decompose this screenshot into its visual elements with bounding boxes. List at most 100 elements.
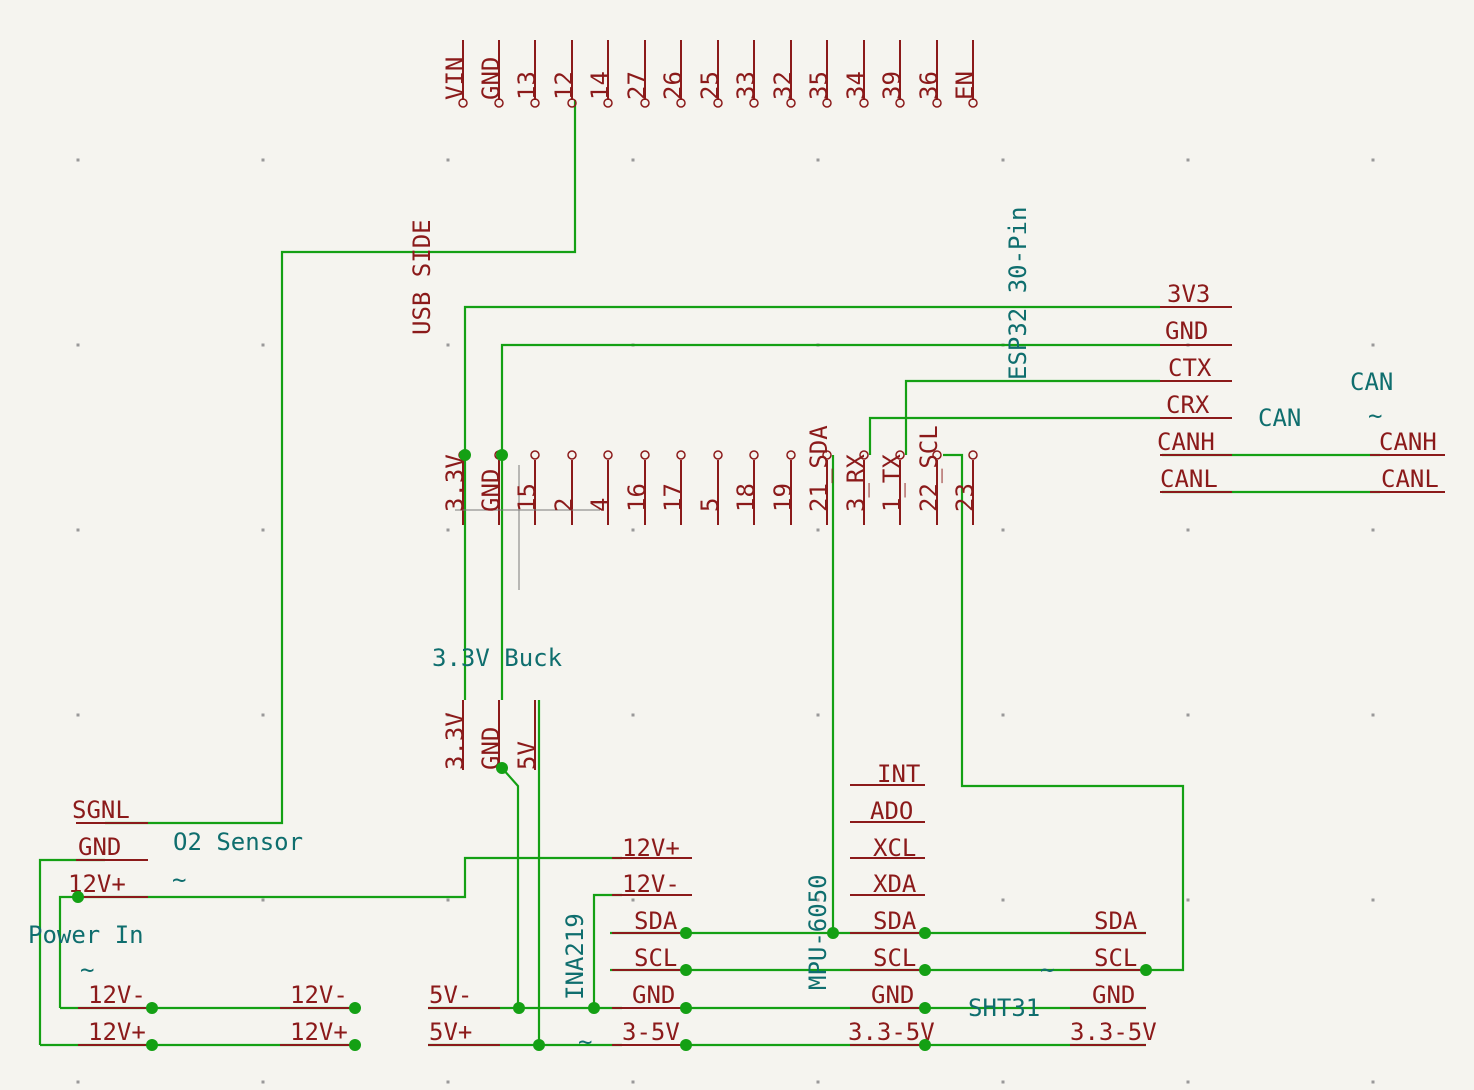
can-module-pin-label: CRX [1166,391,1210,419]
esp32-name-label: ESP32 30-Pin [1004,207,1032,380]
esp32-top-pin-label: EN [951,71,979,100]
grid-dot [1371,343,1375,347]
can-connector-value: ~ [1368,402,1382,430]
esp32-bottom-pin-label: 1_TX [878,454,906,512]
junction-dot [827,927,839,939]
pin-end-circle [530,98,540,108]
wire-segment [105,100,577,825]
can-module-name: CAN [1258,404,1301,432]
pin-end-circle [895,450,905,460]
mpu6050-pin-label: SDA [873,907,917,935]
ina219-pin-label: GND [632,981,675,1009]
grid-dot [76,343,80,347]
grid-dot [1186,898,1190,902]
can-module-pin-label: CTX [1168,354,1212,382]
esp32-top-pin-label: 35 [805,71,833,100]
junction-dot [919,964,931,976]
pin-end-circle [749,450,759,460]
grid-dot [631,1080,635,1084]
can-connector-pin-label: CANH [1379,428,1437,456]
can-module-pin-label: CANH [1157,428,1215,456]
grid-dot [446,898,450,902]
can-module-pin-label: 3V3 [1167,280,1210,308]
power-in-pin-label: 12V- [88,981,146,1009]
esp32-top-pin-label: 25 [696,71,724,100]
o2-sensor-pin-label: GND [78,833,121,861]
grid-dot [1186,158,1190,162]
grid-dot [1371,713,1375,717]
power-in: Power In ~ 12V- 12V+ 12V- 12V+ [28,921,348,1046]
grid-dot [1186,528,1190,532]
junction-dot [459,449,471,461]
grid-dot [631,713,635,717]
sht31-pin-label: SCL [1094,944,1137,972]
wire-segment [904,379,1160,455]
power-in-pin-label: 12V+ [88,1018,146,1046]
ina219-pin-label: 3-5V [622,1018,680,1046]
grid-dot [816,528,820,532]
wire-segment [58,895,78,1008]
o2-sensor-pin-label: SGNL [72,796,130,824]
grid-dot [261,158,265,162]
pin-end-circle [713,450,723,460]
wire-segment [463,305,1160,455]
esp32-top-pin-label: 36 [915,71,943,100]
grid-dot [76,528,80,532]
mpu6050-pin-label: GND [871,981,914,1009]
buck-pin-label: 5V [513,741,541,770]
pin-end-circle [640,98,650,108]
wire-segment [868,416,1160,455]
o2-sensor: SGNL GND 12V+ O2 Sensor ~ [68,796,303,898]
pin-end-circle [786,98,796,108]
grid-dot [1186,713,1190,717]
grid-dot [816,158,820,162]
pin-end-circle [822,98,832,108]
esp32-top-header: VIN GND 13 12 14 27 26 25 33 32 35 34 39… [441,57,979,100]
power-in-value: ~ [80,956,94,984]
esp32-bottom-pin-label: 19 [769,483,797,512]
grid-dot [76,713,80,717]
pin-end-circle [567,98,577,108]
esp32-top-pin-label: 27 [623,71,651,100]
junction-dot [496,449,508,461]
pin-end-circle [786,450,796,460]
esp32-bottom-pin-label: 21_SDA [805,425,833,512]
mpu6050-pin-label: INT [877,760,920,788]
esp32-top-pin-label: 39 [878,71,906,100]
pin-end-circle [932,98,942,108]
can-module: 3V3 GND CTX CRX CANH CANL CAN [1157,280,1301,493]
grid-dot [261,343,265,347]
esp32-bottom-pin-label: 15 [513,483,541,512]
junction-dot [680,964,692,976]
esp32-top-pin-label: VIN [441,57,469,100]
junction-dot [919,1039,931,1051]
grid-dot [1371,158,1375,162]
junction-dot [680,1039,692,1051]
esp32-bottom-pin-label: 23 [951,483,979,512]
pin-end-circle [968,450,978,460]
esp32-bottom-pin-label: 2 [550,498,578,512]
junction-dot [533,1039,545,1051]
pin-end-circle [640,450,650,460]
sht31: SHT31 ~ SDA SCL GND 3.3-5V [968,907,1157,1046]
can-connector-pin-label: CANL [1381,465,1439,493]
esp32-top-pin-label: 26 [659,71,687,100]
five-volt-value: ~ [578,1028,592,1056]
buck-name: 3.3V Buck [432,644,563,672]
esp32-bottom-pin-label: 16 [623,483,651,512]
can-connector-name: CAN [1350,368,1393,396]
mpu6050: MPU-6050 INT ADO XCL XDA SDA SCL GND 3.3… [804,760,935,1046]
grid-dot [446,528,450,532]
grid-dot [631,158,635,162]
grid-dot [446,343,450,347]
pin-lines [76,40,1445,1046]
pin-end-circle [530,450,540,460]
ina219-pin-label: SDA [634,907,678,935]
junction-dot [146,1039,158,1051]
five-volt-pin-label: 5V- [429,981,472,1009]
grid-dot [1186,1080,1190,1084]
pin-end-circle [968,98,978,108]
esp32-top-pin-label: 13 [513,71,541,100]
wire-segment [78,856,622,899]
